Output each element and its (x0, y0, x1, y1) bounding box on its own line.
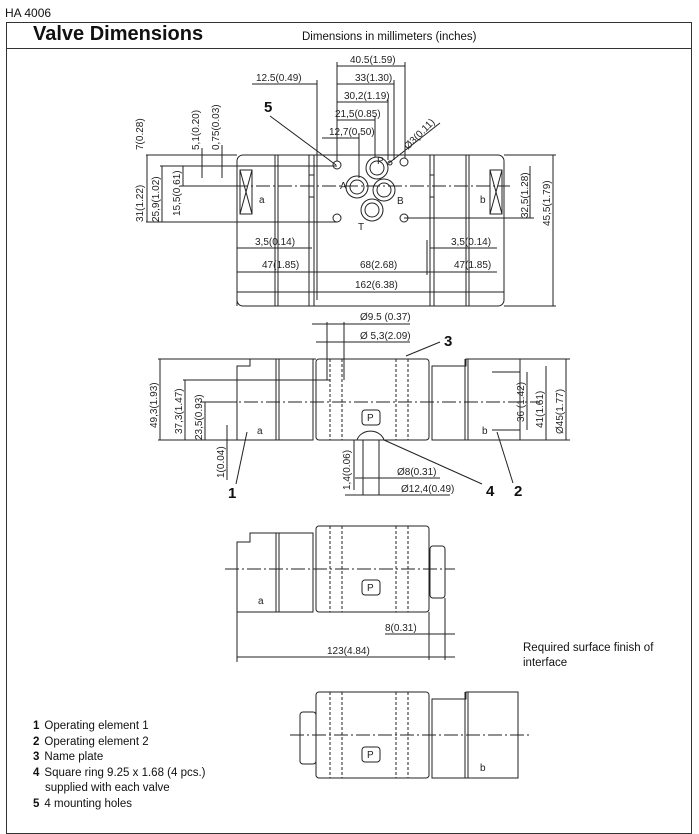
dim-label: 12,7(0.50) (329, 127, 375, 138)
header: Valve Dimensions Dimensions in millimete… (6, 22, 692, 49)
legend-text: Name plate (44, 751, 104, 763)
dim-label: 1(0.04) (216, 446, 227, 478)
dim-label: Ø12,4(0.49) (401, 484, 454, 495)
dim-label: 7(0.28) (135, 118, 146, 150)
dim-label: 68(2.68) (360, 260, 397, 271)
nameplate-p: P (367, 583, 374, 594)
dim-label: 40.5(1.59) (350, 55, 396, 66)
dim-label: Ø9.5 (0.37) (360, 312, 411, 323)
dim-label: 47(1.85) (262, 260, 299, 271)
dim-label: 37,3(1.47) (174, 388, 185, 434)
dim-label: 32,5(1.28) (520, 172, 531, 218)
port-label-p: P (377, 156, 384, 167)
dim-label: 36 (1.42) (516, 382, 527, 422)
end-label-a: a (258, 596, 264, 607)
dim-label: Ø45(1.77) (555, 389, 566, 434)
document-id: HA 4006 (5, 6, 52, 20)
side-view: Ø9.5 (0.37) Ø 5,3(2.09) 49,3(1.93) 37,3(… (149, 312, 570, 502)
legend-number: 1 (33, 720, 40, 732)
dim-label: Ø8(0.31) (397, 467, 436, 478)
units-note: Dimensions in millimeters (inches) (302, 31, 477, 43)
end-label-b: b (480, 195, 486, 206)
end-label-b: b (482, 426, 488, 437)
dim-label: 1,4(0.06) (342, 450, 353, 490)
callout-1: 1 (228, 485, 236, 502)
end-label-a: a (259, 195, 265, 206)
dim-label: 15,5(0.61) (172, 170, 183, 216)
legend-item: 1 Operating element 1 (33, 719, 206, 735)
legend-item: 4 Square ring 9.25 x 1.68 (4 pcs.) supplie… (33, 766, 206, 797)
legend-item: 2 Operating element 2 (33, 735, 206, 751)
end-label-a: a (257, 426, 263, 437)
single-operator-view-a: 8(0.31) 123(4.84) P a (225, 525, 455, 662)
dim-label: 30,2(1.19) (344, 91, 390, 102)
dim-label: 0,75(0.03) (211, 104, 222, 150)
legend-text: Operating element 2 (44, 735, 149, 748)
dim-label: 45,5(1.79) (542, 180, 553, 226)
port-label-t: T (358, 222, 364, 233)
dim-label: 25,9(1.02) (151, 176, 162, 222)
dim-label: 23,5(0.93) (194, 394, 205, 440)
legend-item: 5 4 mounting holes (33, 797, 206, 813)
nameplate-p: P (367, 750, 374, 761)
dim-label: 3,5(0.14) (451, 237, 491, 248)
callout-3: 3 (444, 333, 452, 350)
dim-label: 21,5(0.85) (335, 109, 381, 120)
dim-label: Ø 5,3(2.09) (360, 331, 411, 342)
dim-label: 41(1.61) (535, 391, 546, 428)
dim-label: 47(1.85) (454, 260, 491, 271)
legend-number: 5 (33, 797, 40, 810)
dim-label: 31(1.22) (135, 185, 146, 222)
dim-label: 162(6.38) (355, 280, 398, 291)
legend-item: 3 Name plate (33, 750, 206, 766)
legend-text: Operating element 1 (44, 720, 149, 732)
legend-text: supplied with each valve (45, 782, 170, 794)
dim-label: 5,1(0.20) (191, 110, 202, 150)
dim-label: 49,3(1.93) (149, 382, 160, 428)
legend-number: 2 (33, 735, 40, 748)
dim-label: Ø3(0.11) (402, 117, 437, 152)
dim-label: 33(1.30) (355, 73, 392, 84)
page-title: Valve Dimensions (33, 23, 204, 45)
nameplate-p: P (367, 413, 374, 424)
callout-5: 5 (264, 99, 272, 116)
top-view: 40.5(1.59) 33(1.30) 30,2(1.19) 21,5(0.85… (135, 55, 556, 307)
dim-label: 3,5(0.14) (255, 237, 295, 248)
port-label-a: A (340, 181, 347, 192)
single-operator-view-b: P b (290, 691, 530, 779)
legend-text: 4 mounting holes (44, 797, 132, 810)
callout-4: 4 (486, 483, 495, 500)
end-label-b: b (480, 763, 486, 774)
legend: 1 Operating element 1 2 Operating element … (33, 719, 206, 812)
legend-text: Square ring 9.25 x 1.68 (4 pcs.) (44, 766, 206, 779)
dim-label: 123(4.84) (327, 646, 370, 657)
dim-label: 8(0.31) (385, 623, 417, 634)
legend-number: 4 (33, 766, 40, 779)
port-label-b: B (397, 196, 404, 207)
surface-finish-note: Required surface finish of interface (523, 642, 654, 669)
dim-label: 12.5(0.49) (256, 73, 302, 84)
callout-2: 2 (514, 483, 522, 500)
legend-number: 3 (33, 751, 40, 763)
